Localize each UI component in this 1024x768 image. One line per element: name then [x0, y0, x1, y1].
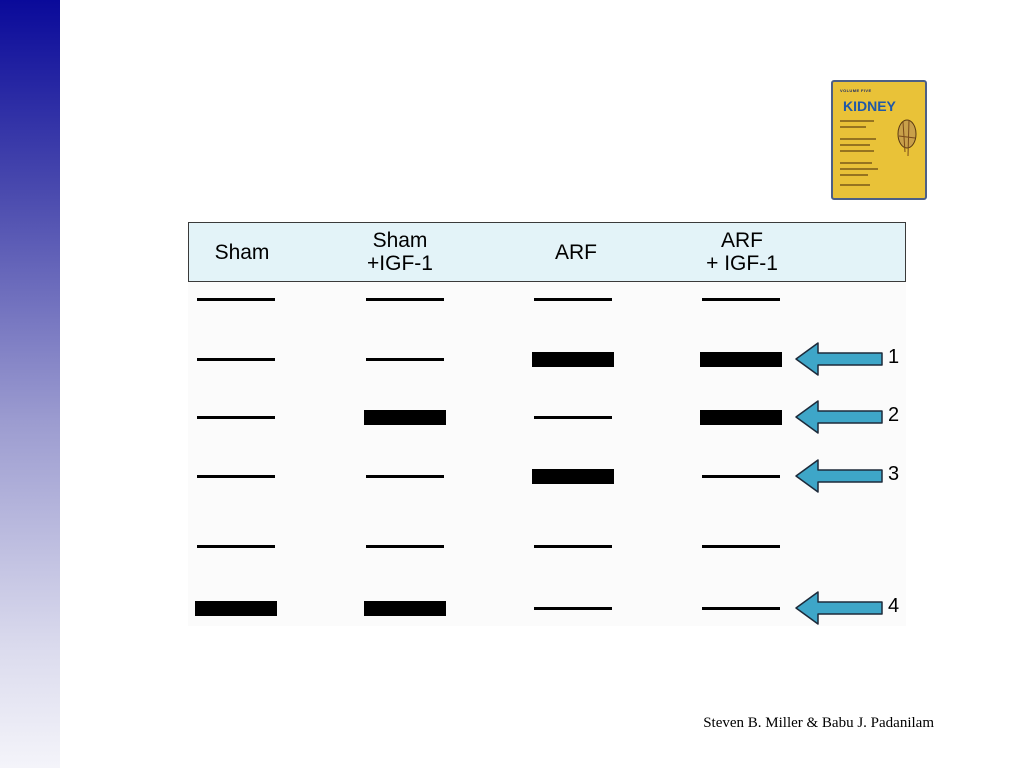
band-thin-row2-col2: [366, 357, 444, 361]
band-thin-row1-col4: [702, 297, 780, 301]
arrow-3-icon: [794, 456, 884, 496]
author-credit: Steven B. Miller & Babu J. Padanilam: [703, 715, 934, 731]
band-thin-row3-col3: [534, 415, 612, 419]
band-thick-row4-col3: [532, 468, 614, 484]
arrow-2-label: 2: [888, 404, 900, 426]
arrow-2-icon: [794, 397, 884, 437]
arrow-1-label: 1: [888, 346, 900, 368]
band-thin-row1-col2: [366, 297, 444, 301]
column-header-row: Sham Sham +IGF-1 ARF ARF + IGF-1: [188, 222, 906, 282]
band-thick-row2-col3: [532, 351, 614, 367]
arrow-4-icon: [794, 588, 884, 628]
sidebar-gradient: [0, 0, 60, 768]
band-thick-row3-col2: [364, 409, 446, 425]
arrow-3-label: 3: [888, 463, 900, 485]
band-thin-row4-col1: [197, 474, 275, 478]
band-thin-row4-col2: [366, 474, 444, 478]
band-thin-row5-col4: [702, 544, 780, 548]
kidney-illustration: [897, 119, 917, 157]
band-thin-row4-col4: [702, 474, 780, 478]
column-header-sham-igf1: Sham +IGF-1: [367, 229, 433, 275]
band-thin-row2-col1: [197, 357, 275, 361]
band-thin-row6-col4: [702, 606, 780, 610]
band-thick-row3-col4: [700, 409, 782, 425]
band-thin-row6-col3: [534, 606, 612, 610]
band-thick-row6-col2: [364, 600, 446, 616]
arrow-4-label: 4: [888, 595, 900, 617]
band-thin-row5-col3: [534, 544, 612, 548]
column-header-sham: Sham: [214, 240, 270, 264]
band-thick-row2-col4: [700, 351, 782, 367]
arrow-1-icon: [794, 339, 884, 379]
book-volume-label: VOLUME FIVE: [840, 88, 872, 93]
band-thick-row6-col1: [195, 600, 277, 616]
kidney-book-cover: VOLUME FIVE KIDNEY: [831, 80, 927, 200]
book-title: KIDNEY: [843, 98, 896, 114]
band-thin-row3-col1: [197, 415, 275, 419]
band-thin-row1-col1: [197, 297, 275, 301]
column-header-arf-igf1: ARF + IGF-1: [706, 229, 778, 275]
band-thin-row5-col2: [366, 544, 444, 548]
column-header-arf: ARF: [555, 240, 597, 264]
gel-diagram-panel: Sham Sham +IGF-1 ARF ARF + IGF-1 1 2 3 4: [188, 222, 906, 626]
band-thin-row5-col1: [197, 544, 275, 548]
band-thin-row1-col3: [534, 297, 612, 301]
